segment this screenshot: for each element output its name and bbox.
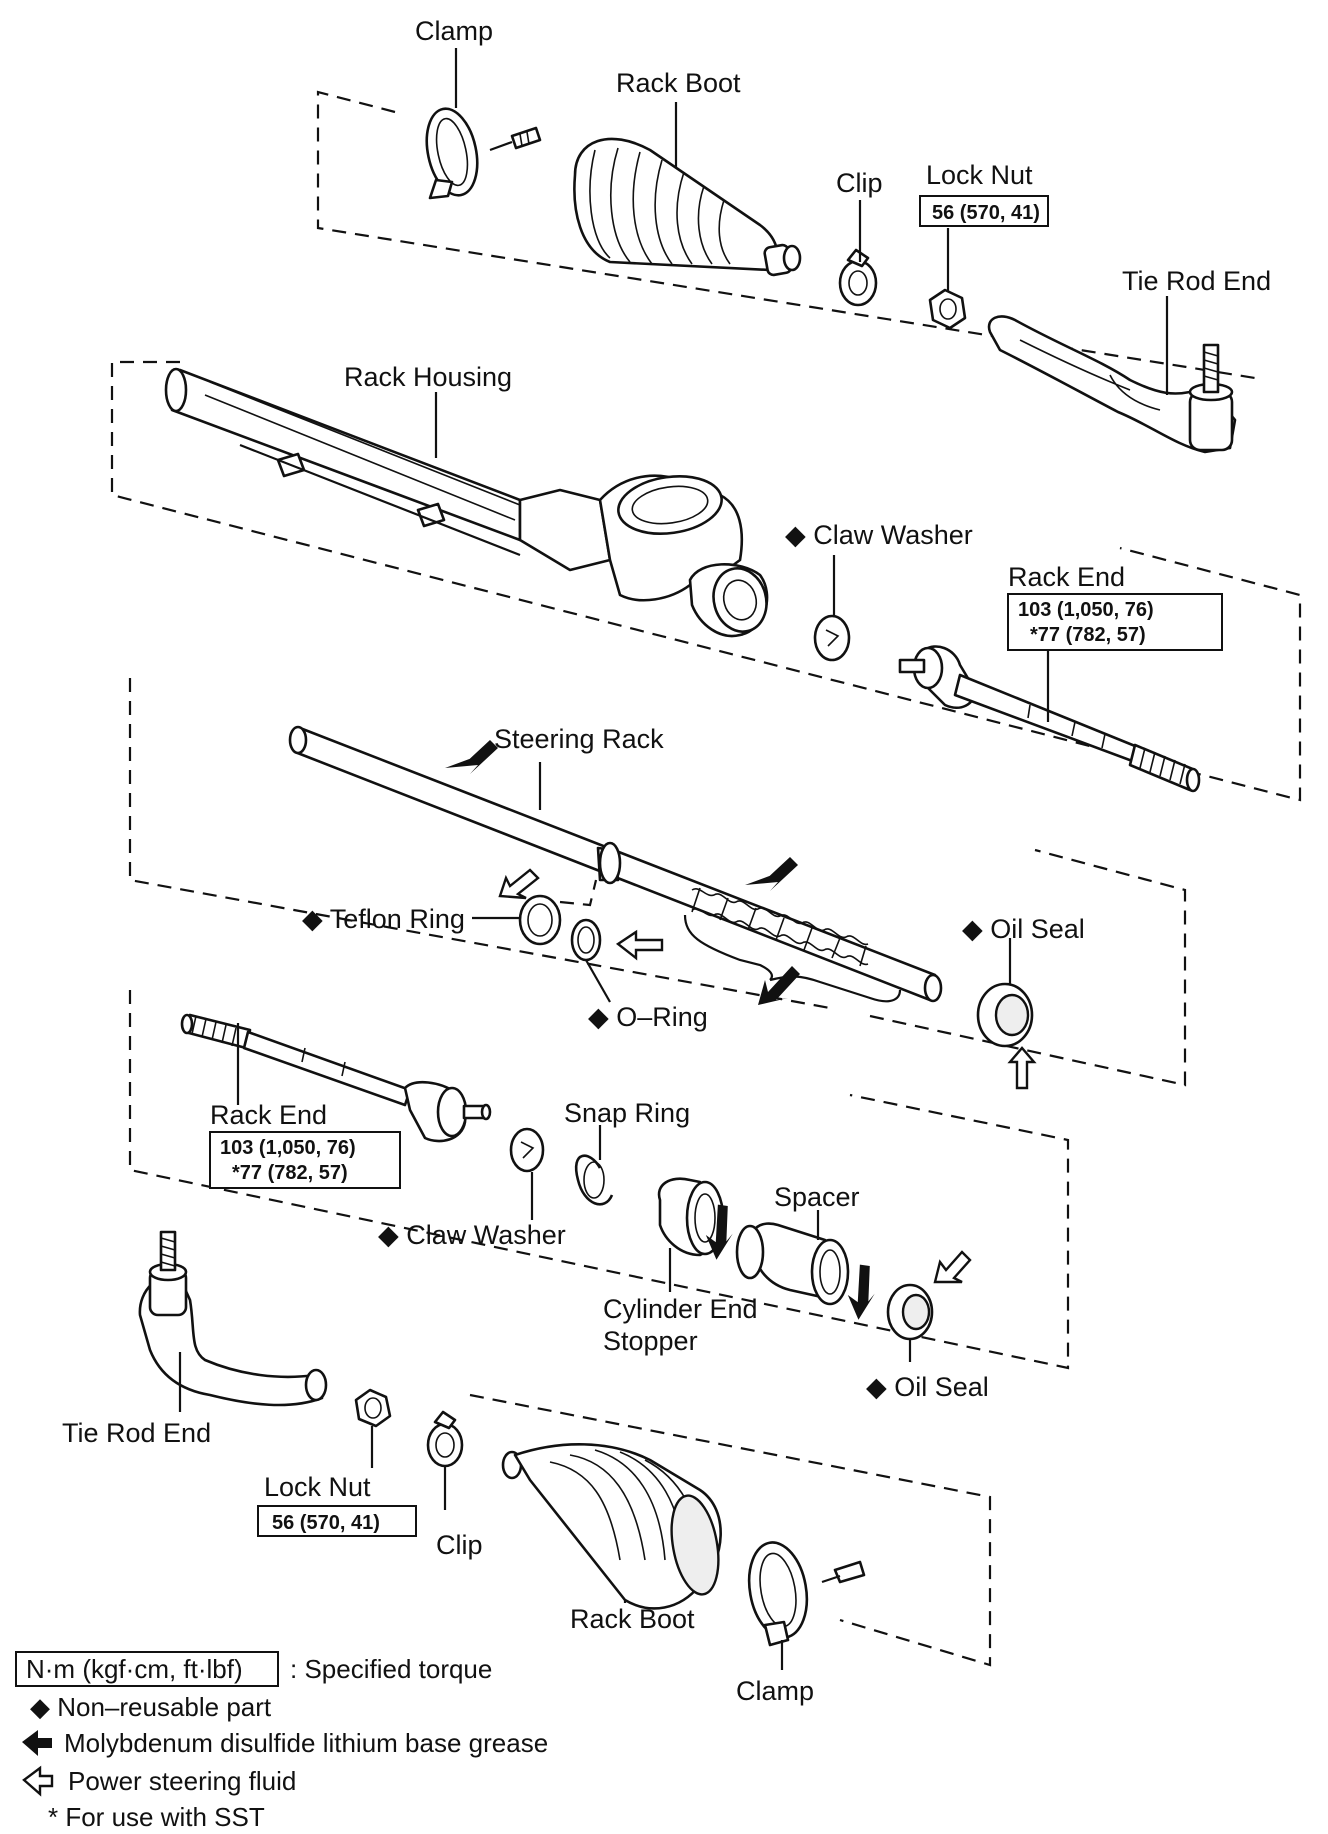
rack-boot-top-drawing [573,137,802,277]
label-o-ring: ◆ O–Ring [588,1002,708,1032]
label-clip-bottom: Clip [436,1530,483,1560]
group-outlines [110,90,1302,1667]
grease-arrow [745,857,798,891]
clip-bottom-drawing [426,1410,464,1468]
tie-rod-end-left-drawing [138,1230,328,1407]
torque-rack-end-left-1: 103 (1,050, 76) [220,1137,356,1159]
torque-lock-nut-top: 56 (570, 41) [932,202,1040,224]
label-spacer: Spacer [774,1182,860,1212]
label-lock-nut-top: Lock Nut [926,160,1033,190]
rack-end-right-drawing [898,645,1201,793]
application-arrows [445,740,1037,1320]
legend-grease-arrow-icon [22,1730,52,1756]
fluid-arrow [1007,1046,1037,1090]
clamp-bottom-drawing [747,1541,866,1647]
rack-boot-bottom-drawing [501,1443,722,1610]
lock-nut-top-drawing [928,288,967,330]
label-tie-rod-end-left: Tie Rod End [62,1418,211,1448]
claw-washer-upper-drawing [813,614,851,662]
label-tie-rod-end-right: Tie Rod End [1122,266,1271,296]
label-steering-rack: Steering Rack [494,724,664,754]
tie-rod-end-top-drawing [987,315,1237,454]
torque-box-lock-nut-bottom [257,1505,417,1537]
label-oil-seal-lower: ◆ Oil Seal [866,1372,989,1402]
label-rack-end-right: Rack End [1008,562,1125,592]
label-lock-nut-bottom: Lock Nut [264,1472,371,1502]
grease-arrow [758,966,800,1005]
leader-lines [178,48,1169,1670]
legend-torque-box-text: N·m (kgf·cm, ft·lbf) [26,1654,243,1684]
fluid-arrow [933,1250,972,1284]
clamp-top-drawing [425,107,542,200]
fluid-arrow [615,929,664,961]
label-teflon-ring: ◆ Teflon Ring [302,904,465,934]
legend-non-reusable: ◆ Non–reusable part [30,1692,272,1722]
label-rack-boot-top: Rack Boot [616,68,741,98]
torque-lock-nut-bottom: 56 (570, 41) [272,1512,380,1534]
legend-grease: Molybdenum disulfide lithium base grease [64,1728,548,1758]
lock-nut-bottom-drawing [354,1388,392,1428]
label-snap-ring: Snap Ring [564,1098,690,1128]
legend-fluid-arrow-icon [22,1765,54,1797]
label-clamp-bottom: Clamp [736,1676,814,1706]
steering-rack-drawing [288,725,943,1003]
teflon-ring-drawing [518,879,598,946]
label-cylinder-end-stopper-1: Cylinder End [603,1294,758,1324]
label-claw-washer-lower: ◆ Claw Washer [378,1220,566,1250]
o-ring-drawing [570,918,602,962]
torque-rack-end-left-2: *77 (782, 57) [232,1162,348,1184]
torque-box-rack-end-left [209,1131,401,1189]
torque-rack-end-right-1: 103 (1,050, 76) [1018,599,1154,621]
grease-arrow [445,740,498,774]
spacer-drawing [735,1222,850,1306]
label-clamp-top: Clamp [415,16,493,46]
snap-ring-drawing [575,1154,614,1206]
grease-arrow [847,1264,875,1320]
legend-torque-box [15,1651,279,1687]
torque-box-rack-end-right [1007,593,1223,651]
label-clip-top: Clip [836,168,883,198]
label-rack-housing: Rack Housing [344,362,512,392]
label-cylinder-end-stopper-2: Stopper [603,1326,698,1356]
torque-box-lock-nut-top [919,195,1049,227]
legend: N·m (kgf·cm, ft·lbf) : Specified torque … [15,1651,548,1832]
rack-housing-drawing [164,367,769,638]
label-rack-end-left: Rack End [210,1100,327,1130]
label-rack-boot-bottom: Rack Boot [570,1604,695,1634]
part-labels: Clamp Rack Boot Clip Lock Nut 56 (570, 4… [62,16,1271,1706]
fluid-arrow [498,868,540,900]
oil-seal-lower-drawing [886,1283,934,1341]
torque-rack-end-right-2: *77 (782, 57) [1030,624,1146,646]
grease-arrow [705,1204,733,1260]
label-oil-seal-upper: ◆ Oil Seal [962,914,1085,944]
claw-washer-lower-drawing [509,1127,545,1173]
legend-torque-text: : Specified torque [290,1654,492,1684]
label-claw-washer-upper: ◆ Claw Washer [785,520,973,550]
oil-seal-upper-drawing [976,982,1034,1048]
legend-fluid: Power steering fluid [68,1766,296,1796]
clip-top-drawing [838,248,878,307]
rack-end-left-drawing [180,1013,492,1143]
legend-sst: * For use with SST [48,1802,265,1832]
